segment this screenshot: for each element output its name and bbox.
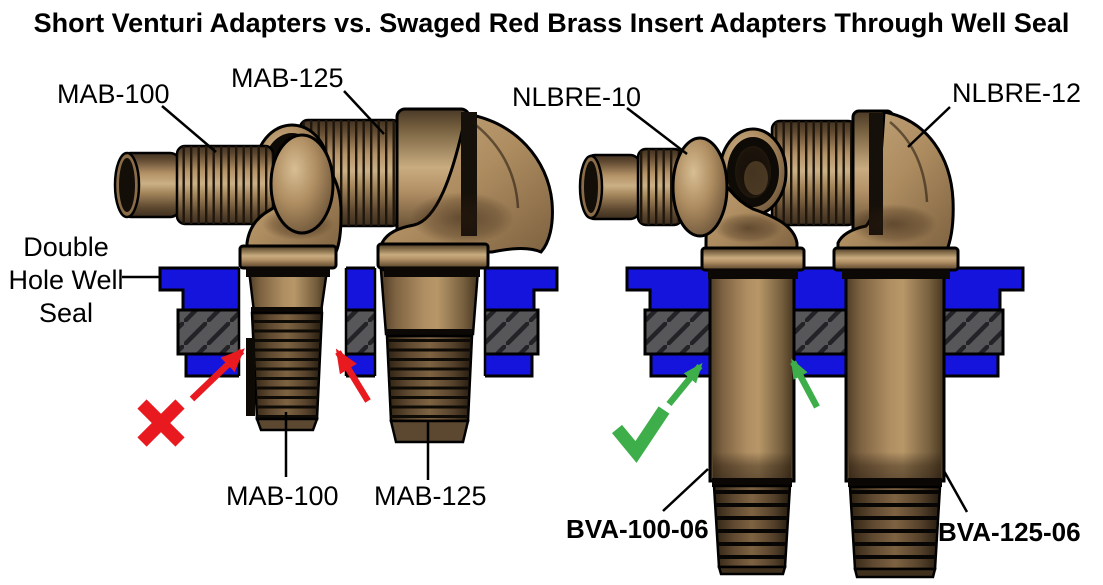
mab100-thread-silhouette bbox=[246, 338, 255, 416]
red-arrow-right bbox=[335, 348, 371, 403]
nlbre10-inner-shade bbox=[714, 213, 782, 243]
green-arrow-right bbox=[790, 358, 820, 409]
bva125-barb-lines bbox=[850, 487, 940, 569]
mab125-taper-thread-lines bbox=[387, 336, 472, 421]
label-well-seal-line2: Hole Well bbox=[8, 265, 124, 295]
mab125-shoulder bbox=[379, 268, 480, 336]
nlbre12-seam-shadow bbox=[869, 113, 883, 235]
nlbre10-threads bbox=[638, 149, 682, 225]
bva125-barb-tip bbox=[853, 567, 937, 579]
label-mab100-bottom: MAB-100 bbox=[226, 481, 339, 511]
mab100-flange-shadow bbox=[246, 267, 330, 277]
check-mark-icon bbox=[611, 406, 670, 463]
mab100-thread-shadow bbox=[251, 307, 323, 314]
bva100-barb-tip bbox=[717, 565, 787, 576]
fitting-nlbre-10 bbox=[578, 136, 806, 576]
seal-gasket-hatch bbox=[643, 308, 1005, 356]
leader-bva125 bbox=[942, 470, 969, 513]
bva100-barrel bbox=[708, 269, 796, 483]
bva100-swage-band bbox=[713, 452, 791, 480]
well-seal-left bbox=[158, 266, 559, 378]
x-mark-icon bbox=[137, 399, 185, 447]
label-nlbre12: NLBRE-12 bbox=[952, 78, 1082, 108]
label-bva100: BVA-100-06 bbox=[566, 514, 709, 544]
nlbre12-bore-glint bbox=[744, 161, 768, 195]
leader-mab125-top bbox=[343, 90, 385, 135]
nlbre12-flange bbox=[832, 246, 960, 272]
seal-top-plate bbox=[158, 266, 559, 312]
label-bva125: BVA-125-06 bbox=[938, 517, 1081, 547]
label-mab100-top: MAB-100 bbox=[57, 79, 170, 109]
green-arrow-left bbox=[666, 362, 703, 407]
nlbre12-flange-shadow bbox=[842, 269, 950, 279]
seal-top-plate bbox=[625, 266, 1025, 312]
label-well-seal: Double Hole Well Seal bbox=[0, 231, 132, 330]
check-stroke bbox=[611, 406, 670, 463]
nlbre12-elbow-ring bbox=[889, 121, 929, 203]
label-well-seal-line3: Seal bbox=[38, 298, 94, 328]
mab100-threads bbox=[177, 146, 273, 224]
nlbre10-boss bbox=[671, 136, 729, 238]
leader-lines bbox=[122, 90, 969, 513]
nlbre10-tip-end bbox=[584, 161, 598, 213]
right-assembly bbox=[578, 109, 1025, 579]
nlbre10-flange-shadow bbox=[708, 269, 798, 279]
seal-bottom-plate bbox=[649, 352, 1000, 378]
page-title: Short Venturi Adapters vs. Swaged Red Br… bbox=[33, 8, 1070, 38]
mab125-elbow-ring bbox=[471, 121, 520, 209]
red-arrow-left bbox=[189, 348, 245, 402]
fitting-nlbre-12 bbox=[718, 109, 960, 579]
mab125-inner-shade bbox=[410, 192, 514, 244]
leader-nlbre12 bbox=[907, 106, 951, 148]
nlbre12-inner-shade bbox=[849, 204, 937, 244]
x-stroke-2 bbox=[137, 399, 185, 447]
mab100-taper-thread-lines bbox=[252, 313, 322, 419]
nlbre10-flange bbox=[700, 246, 806, 272]
fitting-mab-100 bbox=[113, 133, 343, 432]
label-mab125-bottom: MAB-125 bbox=[374, 481, 487, 511]
mab125-flange-shadow bbox=[384, 267, 480, 277]
label-nlbre10: NLBRE-10 bbox=[512, 82, 642, 112]
mab100-tip-end bbox=[119, 158, 135, 212]
mab100-flange bbox=[238, 244, 338, 270]
nlbre12-threads bbox=[772, 121, 856, 225]
mab125-thread-tip bbox=[389, 419, 470, 444]
label-well-seal-line1: Double bbox=[23, 232, 109, 262]
label-mab125-top: MAB-125 bbox=[231, 63, 344, 93]
bva125-barb-shadow bbox=[848, 478, 942, 487]
bva100-barb-shadow bbox=[712, 478, 792, 487]
mab125-flange bbox=[376, 242, 490, 270]
nlbre12-bore bbox=[735, 146, 771, 198]
leader-mab100-top bbox=[161, 105, 217, 153]
bva125-swage-band bbox=[849, 452, 941, 480]
mab125-thread-shadow bbox=[386, 329, 472, 337]
well-seal-right bbox=[625, 266, 1025, 378]
bva125-barrel bbox=[844, 269, 946, 483]
mab100-boss bbox=[269, 133, 335, 235]
bva100-barb-lines bbox=[714, 486, 790, 567]
left-assembly bbox=[113, 107, 559, 447]
leader-bva100 bbox=[662, 468, 709, 512]
leader-nlbre10 bbox=[626, 107, 688, 155]
